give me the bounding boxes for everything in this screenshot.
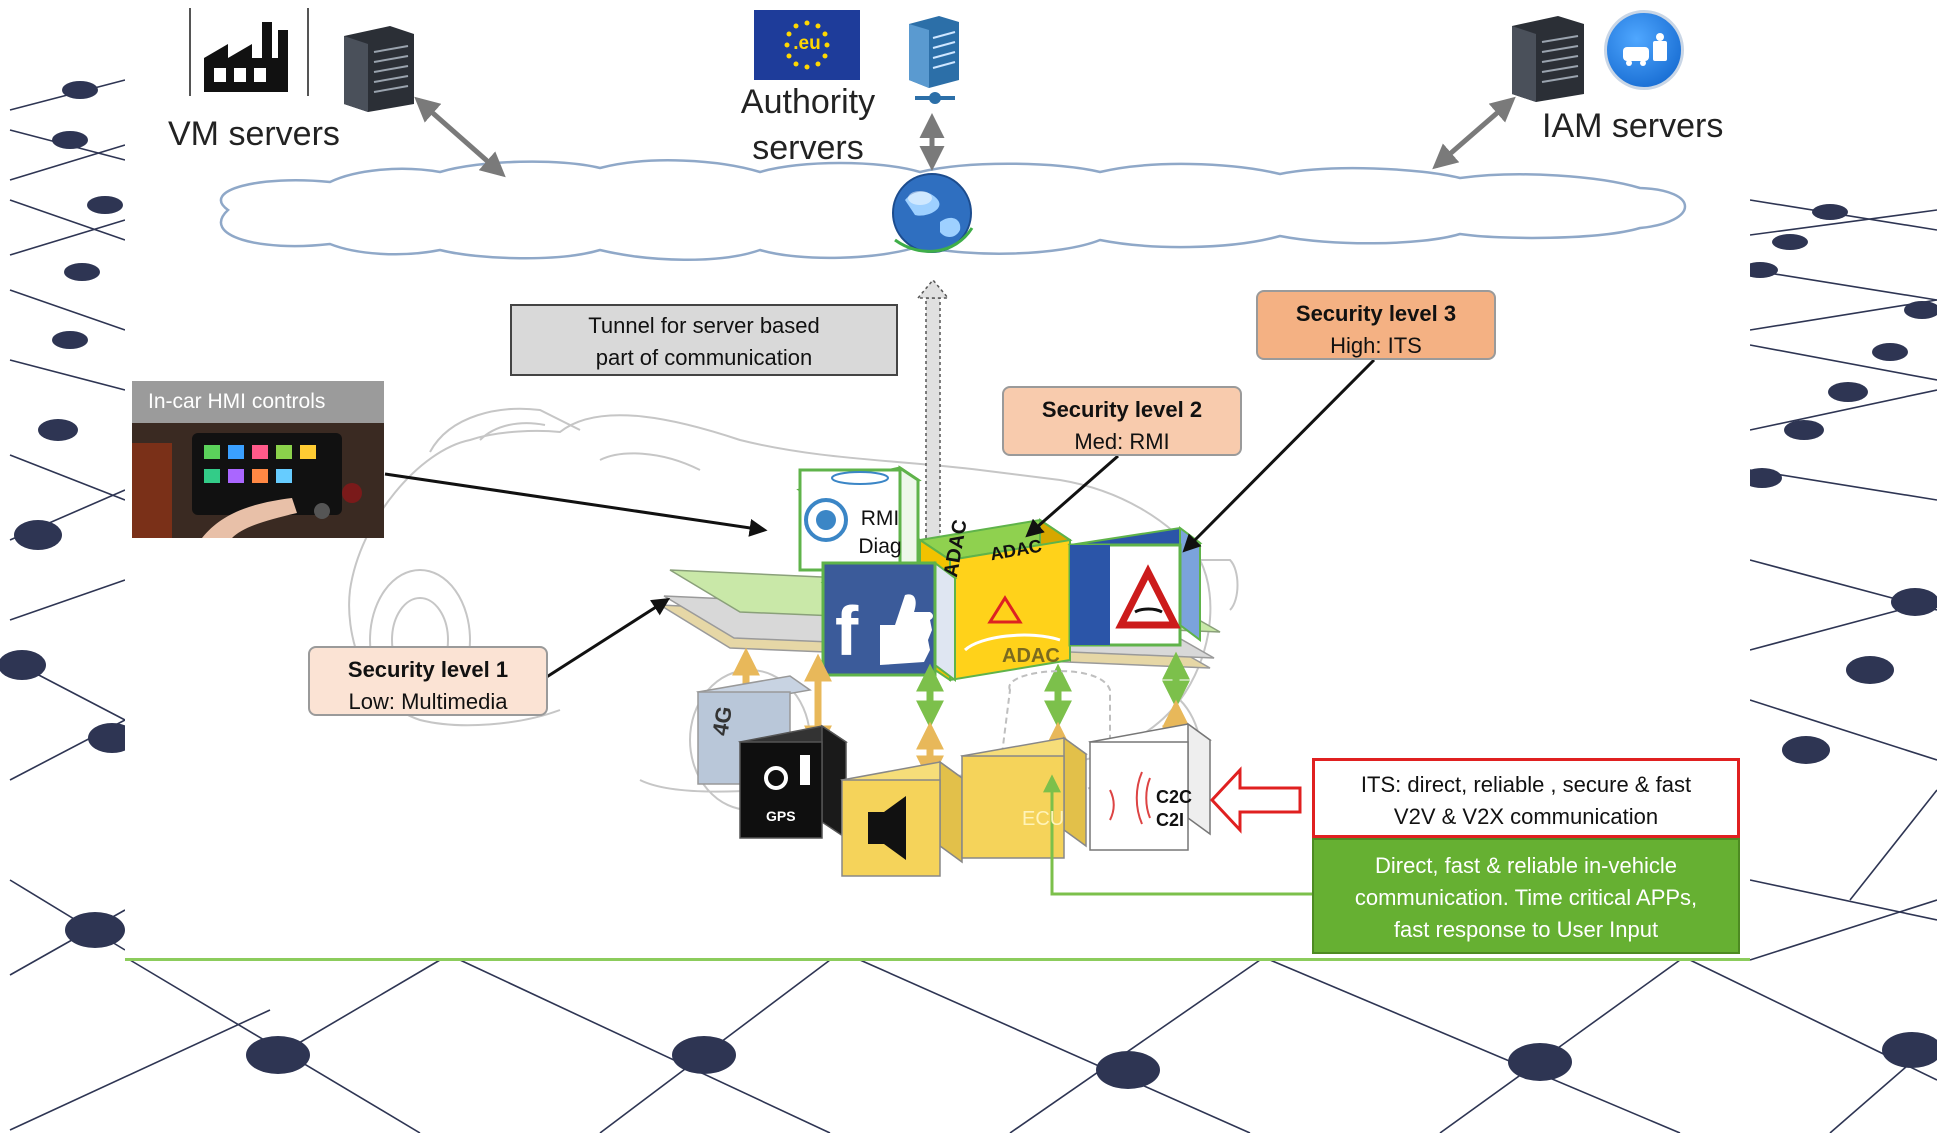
authority-label-line2: servers	[752, 128, 864, 167]
network-node	[64, 263, 100, 281]
network-node	[1904, 301, 1937, 319]
security1-arrow	[544, 598, 671, 680]
network-node	[1742, 262, 1778, 278]
green-line3: fast response to User Input	[1393, 916, 1659, 942]
vm-servers-label: VM servers	[168, 115, 340, 153]
gps-label: GPS	[766, 808, 796, 824]
network-node	[1784, 420, 1824, 440]
c2c-cube	[1088, 722, 1212, 851]
tunnel-line1: Tunnel for server based	[588, 313, 820, 338]
4g-label: 4G	[707, 704, 738, 738]
network-node	[1742, 468, 1782, 488]
its-pointer-arrow	[1209, 766, 1302, 834]
iam-server-arrow	[1432, 96, 1516, 170]
eu-flag-text: .eu	[793, 33, 821, 54]
network-node	[62, 81, 98, 99]
tunnel-arrow	[916, 278, 950, 549]
car-sharing-icon	[1604, 10, 1684, 90]
ecu-cube	[960, 736, 1088, 859]
security-level-3-title: Security level 3	[1295, 301, 1457, 326]
network-node	[52, 331, 88, 349]
in-vehicle-communication-box: Direct, fast & reliable in-vehicle commu…	[1312, 838, 1740, 954]
its-cube	[1067, 526, 1203, 647]
network-node	[1872, 343, 1908, 361]
eu-stars-icon	[784, 20, 830, 70]
authority-servers-label: Authority servers	[728, 80, 888, 172]
c2c-label-line1: C2C	[1156, 787, 1193, 807]
svg-text:f: f	[835, 592, 859, 670]
authority-label-line1: Authority	[740, 83, 876, 121]
c2c-label-line2: C2I	[1156, 810, 1185, 831]
network-node	[1882, 1032, 1937, 1068]
vm-server-icon	[344, 26, 414, 112]
its-line2: V2V & V2X communication	[1393, 803, 1659, 829]
green-callout-line	[1043, 774, 1312, 896]
network-node	[52, 131, 88, 149]
network-node	[672, 1036, 736, 1074]
network-node	[1846, 656, 1894, 684]
vm-server-arrow	[414, 96, 506, 178]
network-node	[1891, 588, 1937, 616]
network-node	[1508, 1043, 1572, 1081]
network-node	[14, 520, 62, 550]
ecu-label: ECU	[1022, 808, 1065, 830]
hmi-title: In-car HMI controls	[132, 381, 384, 423]
c2c-label: C2C C2I	[1156, 786, 1192, 833]
green-line1: Direct, fast & reliable in-vehicle	[1374, 853, 1677, 878]
network-node	[1096, 1051, 1160, 1089]
network-node	[1828, 382, 1868, 402]
network-node	[0, 650, 46, 680]
iam-servers-label: IAM servers	[1542, 107, 1724, 145]
network-node	[88, 723, 136, 753]
tunnel-line2: part of communication	[595, 344, 813, 370]
network-nodes	[0, 81, 1937, 1089]
its-description-box: ITS: direct, reliable , secure & fast V2…	[1312, 758, 1740, 838]
globe-icon	[892, 173, 974, 253]
hmi-panel: In-car HMI controls	[132, 381, 384, 538]
security-level-2-box: Security level 2 Med: RMI	[1002, 386, 1242, 456]
authority-server-icon	[909, 16, 959, 104]
security-level-3-desc: High: ITS	[1330, 332, 1422, 358]
security-level-1-title: Security level 1	[347, 657, 509, 682]
network-node	[87, 196, 123, 214]
green-line2: communication. Time critical APPs,	[1354, 884, 1698, 910]
rmi-label-line2: Diag	[858, 535, 902, 559]
gps-cube	[738, 724, 848, 840]
security3-arrow	[1182, 358, 1376, 553]
network-node	[65, 912, 125, 948]
network-node	[246, 1036, 310, 1074]
security-level-1-box: Security level 1 Low: Multimedia	[308, 646, 548, 716]
security-level-2-title: Security level 2	[1041, 397, 1203, 422]
eu-flag: .eu	[754, 10, 860, 80]
speaker-cube	[840, 760, 964, 877]
tunnel-box: Tunnel for server based part of communic…	[510, 304, 898, 376]
network-node	[1812, 204, 1848, 220]
iam-server-icon	[1512, 16, 1584, 102]
network-node	[38, 419, 78, 441]
facebook-cube: f	[820, 561, 958, 682]
factory-icon	[188, 8, 310, 96]
security-level-2-desc: Med: RMI	[1074, 428, 1170, 454]
hmi-screen-photo	[132, 423, 384, 538]
adac-bottom-label: ADAC	[1002, 645, 1060, 667]
network-node	[1772, 234, 1808, 250]
its-line1: ITS: direct, reliable , secure & fast	[1360, 772, 1692, 797]
hmi-arrow	[384, 472, 768, 537]
security2-arrow	[1025, 454, 1119, 538]
rmi-label-line1: RMI	[860, 507, 900, 530]
rmi-label: RMI Diag	[852, 505, 908, 562]
security-level-1-desc: Low: Multimedia	[348, 688, 508, 714]
security-level-3-box: Security level 3 High: ITS	[1256, 290, 1496, 360]
network-node	[1782, 736, 1830, 764]
